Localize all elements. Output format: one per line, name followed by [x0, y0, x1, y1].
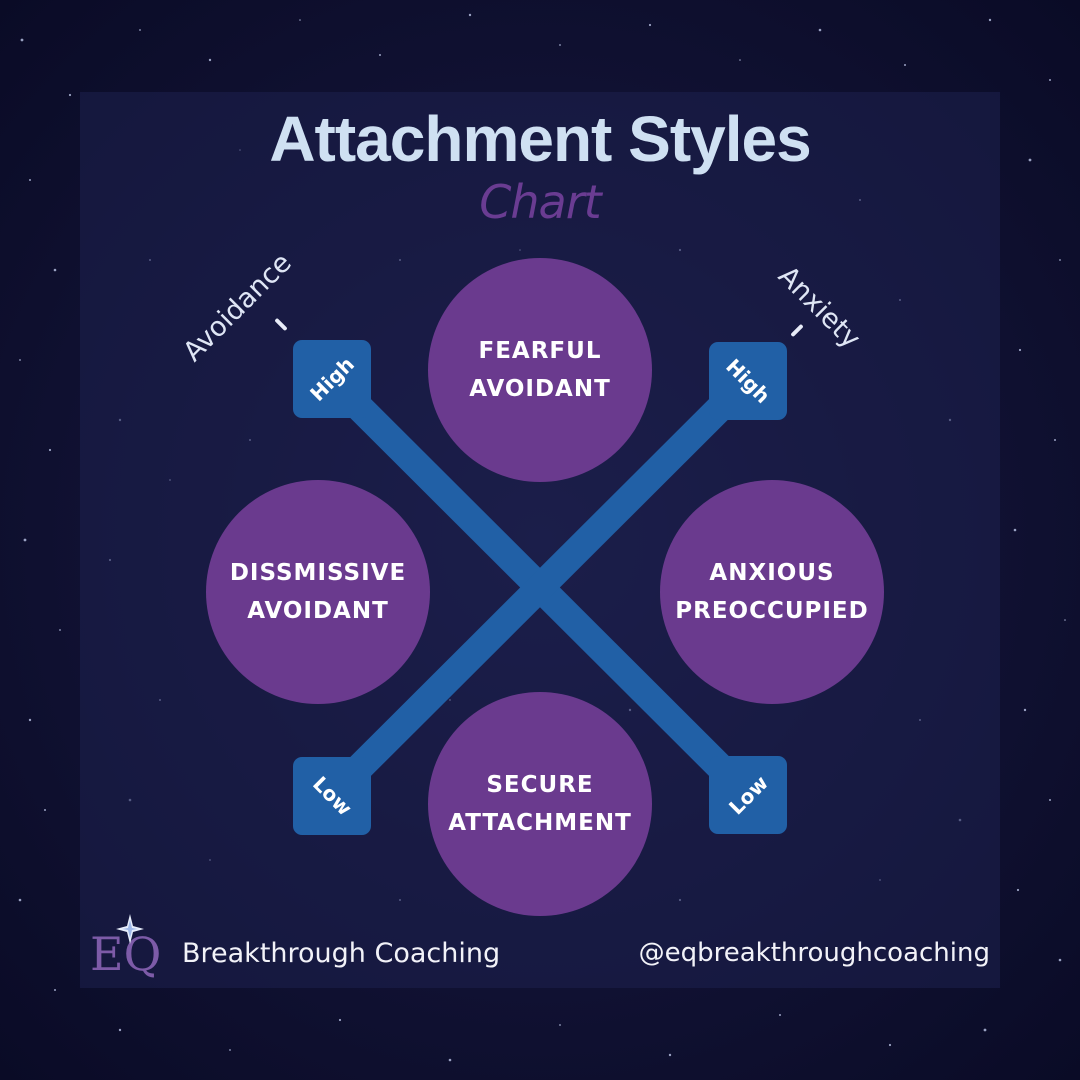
style-dismissive-avoidant: DISSMISSIVE AVOIDANT	[206, 480, 430, 704]
style-label-line1: ANXIOUS	[709, 560, 835, 586]
anxiety-low-marker: Low	[293, 757, 371, 835]
style-label-line2: AVOIDANT	[247, 598, 389, 624]
page-title: Attachment Styles	[269, 103, 811, 175]
anxiety-high-marker: High	[709, 342, 787, 420]
avoidance-low-label: Low	[723, 770, 773, 820]
page-subtitle: Chart	[479, 175, 601, 229]
style-label-line1: SECURE	[486, 772, 594, 798]
eq-logo-icon: EQ	[90, 914, 161, 981]
style-label-line1: DISSMISSIVE	[229, 560, 407, 586]
style-secure-attachment: SECURE ATTACHMENT	[428, 692, 652, 916]
anxiety-high-label: High	[721, 354, 775, 408]
style-label-line1: FEARFUL	[478, 338, 602, 364]
style-anxious-preoccupied: ANXIOUS PREOCCUPIED	[660, 480, 884, 704]
anxiety-axis-bar	[322, 370, 758, 805]
avoidance-high-marker: High	[293, 340, 371, 418]
social-handle: @eqbreakthroughcoaching	[638, 938, 990, 968]
style-label-line2: AVOIDANT	[469, 376, 611, 402]
brand-name: Breakthrough Coaching	[182, 938, 501, 969]
style-fearful-avoidant: FEARFUL AVOIDANT	[428, 258, 652, 482]
style-label-line2: PREOCCUPIED	[675, 598, 869, 624]
anxiety-low-label: Low	[307, 771, 357, 821]
logo-letters: EQ	[90, 927, 161, 981]
style-label-line2: ATTACHMENT	[448, 810, 632, 836]
avoidance-high-label: High	[305, 352, 359, 406]
avoidance-low-marker: Low	[709, 756, 787, 834]
